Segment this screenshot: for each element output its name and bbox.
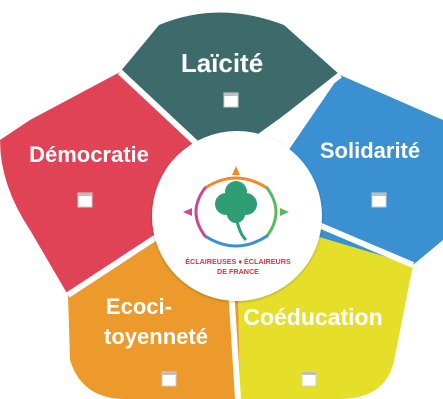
logo-text-line1: ÉCLAIREUSES ♦ ÉCLAIREURS bbox=[185, 257, 291, 266]
checkbox-icon[interactable] bbox=[77, 192, 93, 208]
compass-icon bbox=[183, 166, 289, 248]
checkbox-icons bbox=[77, 92, 387, 387]
checkbox-icon[interactable] bbox=[301, 371, 317, 387]
checkbox-icon[interactable] bbox=[223, 92, 239, 108]
label-coeducation: Coéducation bbox=[243, 304, 382, 330]
clover-icon bbox=[215, 181, 257, 242]
label-democratie: Démocratie bbox=[29, 142, 149, 167]
segment-laicite bbox=[120, 12, 340, 147]
label-laicite: Laïcité bbox=[181, 48, 263, 78]
logo: ÉCLAIREUSES ♦ ÉCLAIREURS DE FRANCE bbox=[152, 131, 322, 301]
label-ecocitoyennete: Ecoci- toyenneté bbox=[104, 294, 208, 349]
segment-democratie bbox=[0, 72, 203, 295]
checkbox-icon[interactable] bbox=[371, 192, 387, 208]
logo-text-line2: DE FRANCE bbox=[217, 267, 259, 276]
checkbox-icon[interactable] bbox=[161, 371, 177, 387]
label-solidarite: Solidarité bbox=[320, 138, 420, 163]
